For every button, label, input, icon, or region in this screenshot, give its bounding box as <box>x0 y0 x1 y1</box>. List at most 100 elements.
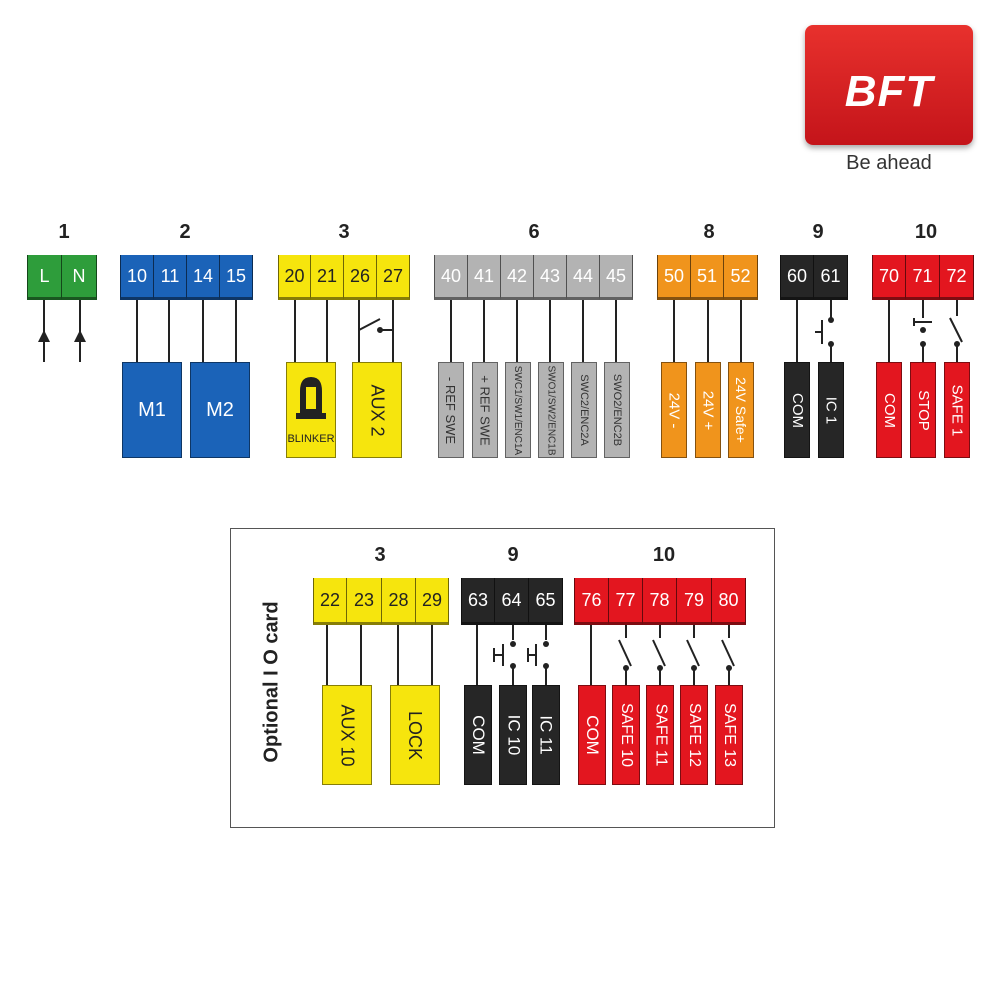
device-safe11: SAFE 11 <box>646 685 674 785</box>
device-lock-label: LOCK <box>405 710 426 760</box>
terminal-76: 76 <box>574 578 609 625</box>
opt-device-com-9: COM <box>464 685 492 785</box>
terminal-21: 21 <box>311 255 344 300</box>
device-ref-minus: - REF SWE <box>438 362 464 458</box>
terminal-63: 63 <box>461 578 495 625</box>
terminal-61: 61 <box>814 255 848 300</box>
device-ref-minus-label: - REF SWE <box>443 376 459 444</box>
device-24v-safe: 24V Safe+ <box>728 362 754 458</box>
terminal-60: 60 <box>780 255 814 300</box>
device-safe11-label: SAFE 11 <box>652 703 669 767</box>
device-swc2-label: SWC2/ENC2A <box>578 374 590 446</box>
terminal-65: 65 <box>529 578 563 625</box>
terminal-50: 50 <box>657 255 691 300</box>
device-blinker: BLINKER <box>286 362 336 458</box>
device-24v-plus-label: 24V + <box>699 390 717 430</box>
terminal-42: 42 <box>501 255 534 300</box>
group-label-1: 1 <box>58 221 70 243</box>
logo-text: BFT <box>844 67 934 116</box>
device-stop: STOP <box>910 362 936 458</box>
device-aux2-label: AUX 2 <box>367 383 388 437</box>
optional-io-card-frame <box>230 528 775 828</box>
group-label-9: 9 <box>812 221 824 243</box>
device-swo2: SWO2/ENC2B <box>604 362 630 458</box>
terminal-51: 51 <box>691 255 724 300</box>
terminal-10: 10 <box>120 255 154 300</box>
device-safe10-label: SAFE 10 <box>618 702 635 768</box>
device-m1-label: M1 <box>138 398 166 421</box>
opt-group-label-10: 10 <box>652 544 676 566</box>
device-safe12-label: SAFE 12 <box>686 702 703 768</box>
terminal-40: 40 <box>434 255 468 300</box>
device-aux10-label: AUX 10 <box>337 703 358 767</box>
terminal-22: 22 <box>313 578 347 625</box>
terminal-71: 71 <box>906 255 940 300</box>
optional-io-card-label: Optional I O card <box>260 601 283 763</box>
device-ic10: IC 10 <box>499 685 527 785</box>
device-swo1-label: SWO1/SW2/ENC1B <box>545 364 557 456</box>
opt-group-label-9: 9 <box>507 544 519 566</box>
device-ic11: IC 11 <box>532 685 560 785</box>
terminal-70: 70 <box>872 255 906 300</box>
device-safe10: SAFE 10 <box>612 685 640 785</box>
device-m1: M1 <box>122 362 182 458</box>
terminal-26: 26 <box>344 255 377 300</box>
device-m2-label: M2 <box>206 398 234 421</box>
device-24v-minus: 24V - <box>661 362 687 458</box>
terminal-L: L <box>27 255 62 300</box>
device-com-9-label: COM <box>788 392 806 428</box>
device-m2: M2 <box>190 362 250 458</box>
terminal-29: 29 <box>416 578 449 625</box>
device-safe1: SAFE 1 <box>944 362 970 458</box>
bft-logo: BFT <box>805 25 973 145</box>
terminal-52: 52 <box>724 255 758 300</box>
device-swc2: SWC2/ENC2A <box>571 362 597 458</box>
terminal-27: 27 <box>377 255 410 300</box>
terminal-N: N <box>62 255 97 300</box>
terminal-77: 77 <box>609 578 643 625</box>
device-ic10-label: IC 10 <box>504 714 524 756</box>
terminal-23: 23 <box>347 578 382 625</box>
group-label-8: 8 <box>703 221 715 243</box>
tagline: Be ahead <box>846 152 932 174</box>
device-com-10-label: COM <box>880 392 898 428</box>
device-ref-plus-label: + REF SWE <box>477 374 493 446</box>
terminal-72: 72 <box>940 255 974 300</box>
opt-group-label-3: 3 <box>374 544 386 566</box>
device-com-10: COM <box>876 362 902 458</box>
device-safe13: SAFE 13 <box>715 685 743 785</box>
terminal-44: 44 <box>567 255 600 300</box>
terminal-15: 15 <box>220 255 253 300</box>
terminal-80: 80 <box>712 578 746 625</box>
opt-device-com-10-label: COM <box>583 715 603 755</box>
device-safe1-label: SAFE 1 <box>948 384 966 436</box>
device-24v-safe-label: 24V Safe+ <box>733 377 749 443</box>
device-safe13-label: SAFE 13 <box>721 702 738 768</box>
terminal-78: 78 <box>643 578 677 625</box>
terminal-20: 20 <box>278 255 311 300</box>
device-swc1: SWC1/SW1/ENC1A <box>505 362 531 458</box>
terminal-79: 79 <box>677 578 712 625</box>
device-com-9: COM <box>784 362 810 458</box>
device-stop-label: STOP <box>914 389 932 431</box>
terminal-45: 45 <box>600 255 633 300</box>
terminal-43: 43 <box>534 255 567 300</box>
group-label-10: 10 <box>914 221 938 243</box>
opt-device-com-9-label: COM <box>469 715 489 755</box>
device-aux10: AUX 10 <box>322 685 372 785</box>
group-label-3: 3 <box>338 221 350 243</box>
device-ic1: IC 1 <box>818 362 844 458</box>
device-ref-plus: + REF SWE <box>472 362 498 458</box>
group-label-6: 6 <box>528 221 540 243</box>
device-blinker-label: BLINKER <box>287 433 335 445</box>
terminal-41: 41 <box>468 255 501 300</box>
device-24v-plus: 24V + <box>695 362 721 458</box>
device-aux2: AUX 2 <box>352 362 402 458</box>
terminal-64: 64 <box>495 578 529 625</box>
opt-device-com-10: COM <box>578 685 606 785</box>
device-swc1-label: SWC1/SW1/ENC1A <box>512 365 524 455</box>
device-swo2-label: SWO2/ENC2B <box>611 373 624 447</box>
terminal-28: 28 <box>382 578 416 625</box>
device-lock: LOCK <box>390 685 440 785</box>
